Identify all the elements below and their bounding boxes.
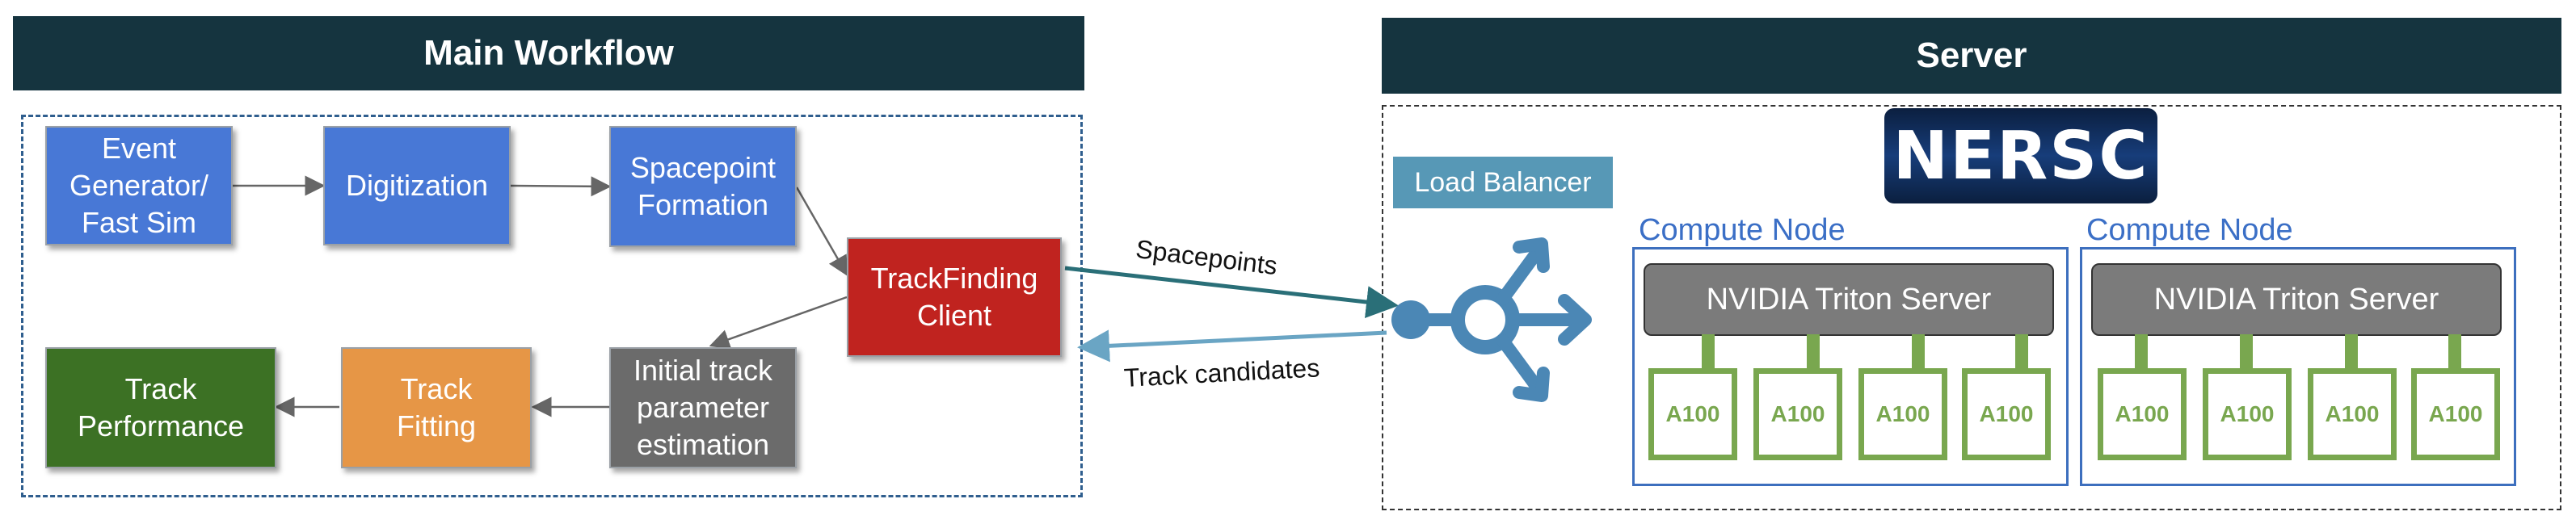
node-2-connectors [2135,334,2461,371]
compute-node-1 [1632,247,2069,486]
triton-server-2: NVIDIA Triton Server [2091,263,2502,336]
nersc-logo-text: NERSC [1892,117,2149,195]
load-balancer-icon [1391,237,1592,402]
node-1-connectors [1702,334,2028,371]
triton-server-1: NVIDIA Triton Server [1644,263,2054,336]
edge-spacepoints [1064,266,1399,318]
compute-node-1-label: Compute Node [1639,213,1846,247]
nersc-logo: NERSC [1884,108,2157,203]
gpu-a100-2-1: A100 [2098,368,2187,460]
trackfinding-client-box: TrackFinding Client [847,237,1062,357]
gpu-a100-1-2: A100 [1753,368,1842,460]
server-header: Server [1382,18,2561,94]
load-balancer-label: Load Balancer [1393,157,1613,208]
edge-digitization-spacepoint [510,176,612,197]
spacepoint-formation-box: Spacepoint Formation [609,126,797,247]
initial-track-estimation-box: Initial track parameter estimation [609,347,797,468]
gpu-a100-2-2: A100 [2203,368,2292,460]
edge-spacepoint-client [795,187,848,277]
gpu-a100-1-3: A100 [1858,368,1947,460]
edge-track-candidates [1077,329,1387,363]
main-workflow-header: Main Workflow [13,16,1084,90]
digitization-box: Digitization [323,126,511,245]
track-fitting-box: Track Fitting [341,347,532,468]
main-workflow-panel [21,115,1083,497]
compute-node-2 [2080,247,2516,486]
edge-client-initial [709,296,848,350]
gpu-a100-2-4: A100 [2411,368,2500,460]
event-generator-box: Event Generator/ Fast Sim [45,126,233,245]
gpu-a100-1-1: A100 [1648,368,1737,460]
compute-node-2-label: Compute Node [2086,213,2293,247]
track-performance-box: Track Performance [45,347,276,468]
gpu-a100-1-4: A100 [1962,368,2051,460]
gpu-a100-2-3: A100 [2308,368,2397,460]
